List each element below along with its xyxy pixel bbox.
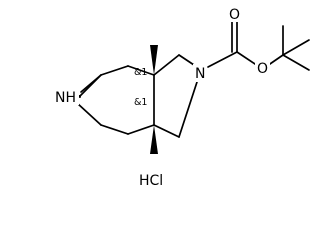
bond: [127, 124, 155, 135]
salt-label: HCl: [139, 173, 163, 189]
bond: [100, 65, 129, 76]
ester-oxygen-label: O: [257, 61, 268, 77]
pyrrolidine-ring: [153, 54, 198, 138]
azepane-nh-label: NH: [55, 90, 76, 106]
bond: [80, 74, 102, 93]
bond: [236, 51, 259, 67]
bond: [100, 124, 129, 135]
stereo-hydrogen-wedge-lower: [150, 125, 158, 154]
stereo-hydrogen-wedge-upper: [150, 45, 158, 75]
bond: [282, 54, 310, 71]
bond: [282, 39, 310, 56]
stereo-label-lower: &1: [134, 97, 147, 108]
stereo-label-upper: &1: [134, 67, 147, 78]
bond: [127, 65, 155, 76]
azepane-ring: [71, 65, 155, 135]
bond: [178, 81, 198, 138]
carbonyl-oxygen-label: O: [229, 7, 240, 23]
bond: [207, 51, 238, 68]
bond: [153, 54, 180, 76]
bond: [76, 102, 102, 126]
molecule-structure: N O O NH &1 &1 HCl: [54, 6, 310, 189]
bond: [153, 124, 180, 138]
ring-nitrogen-label: N: [195, 66, 205, 82]
